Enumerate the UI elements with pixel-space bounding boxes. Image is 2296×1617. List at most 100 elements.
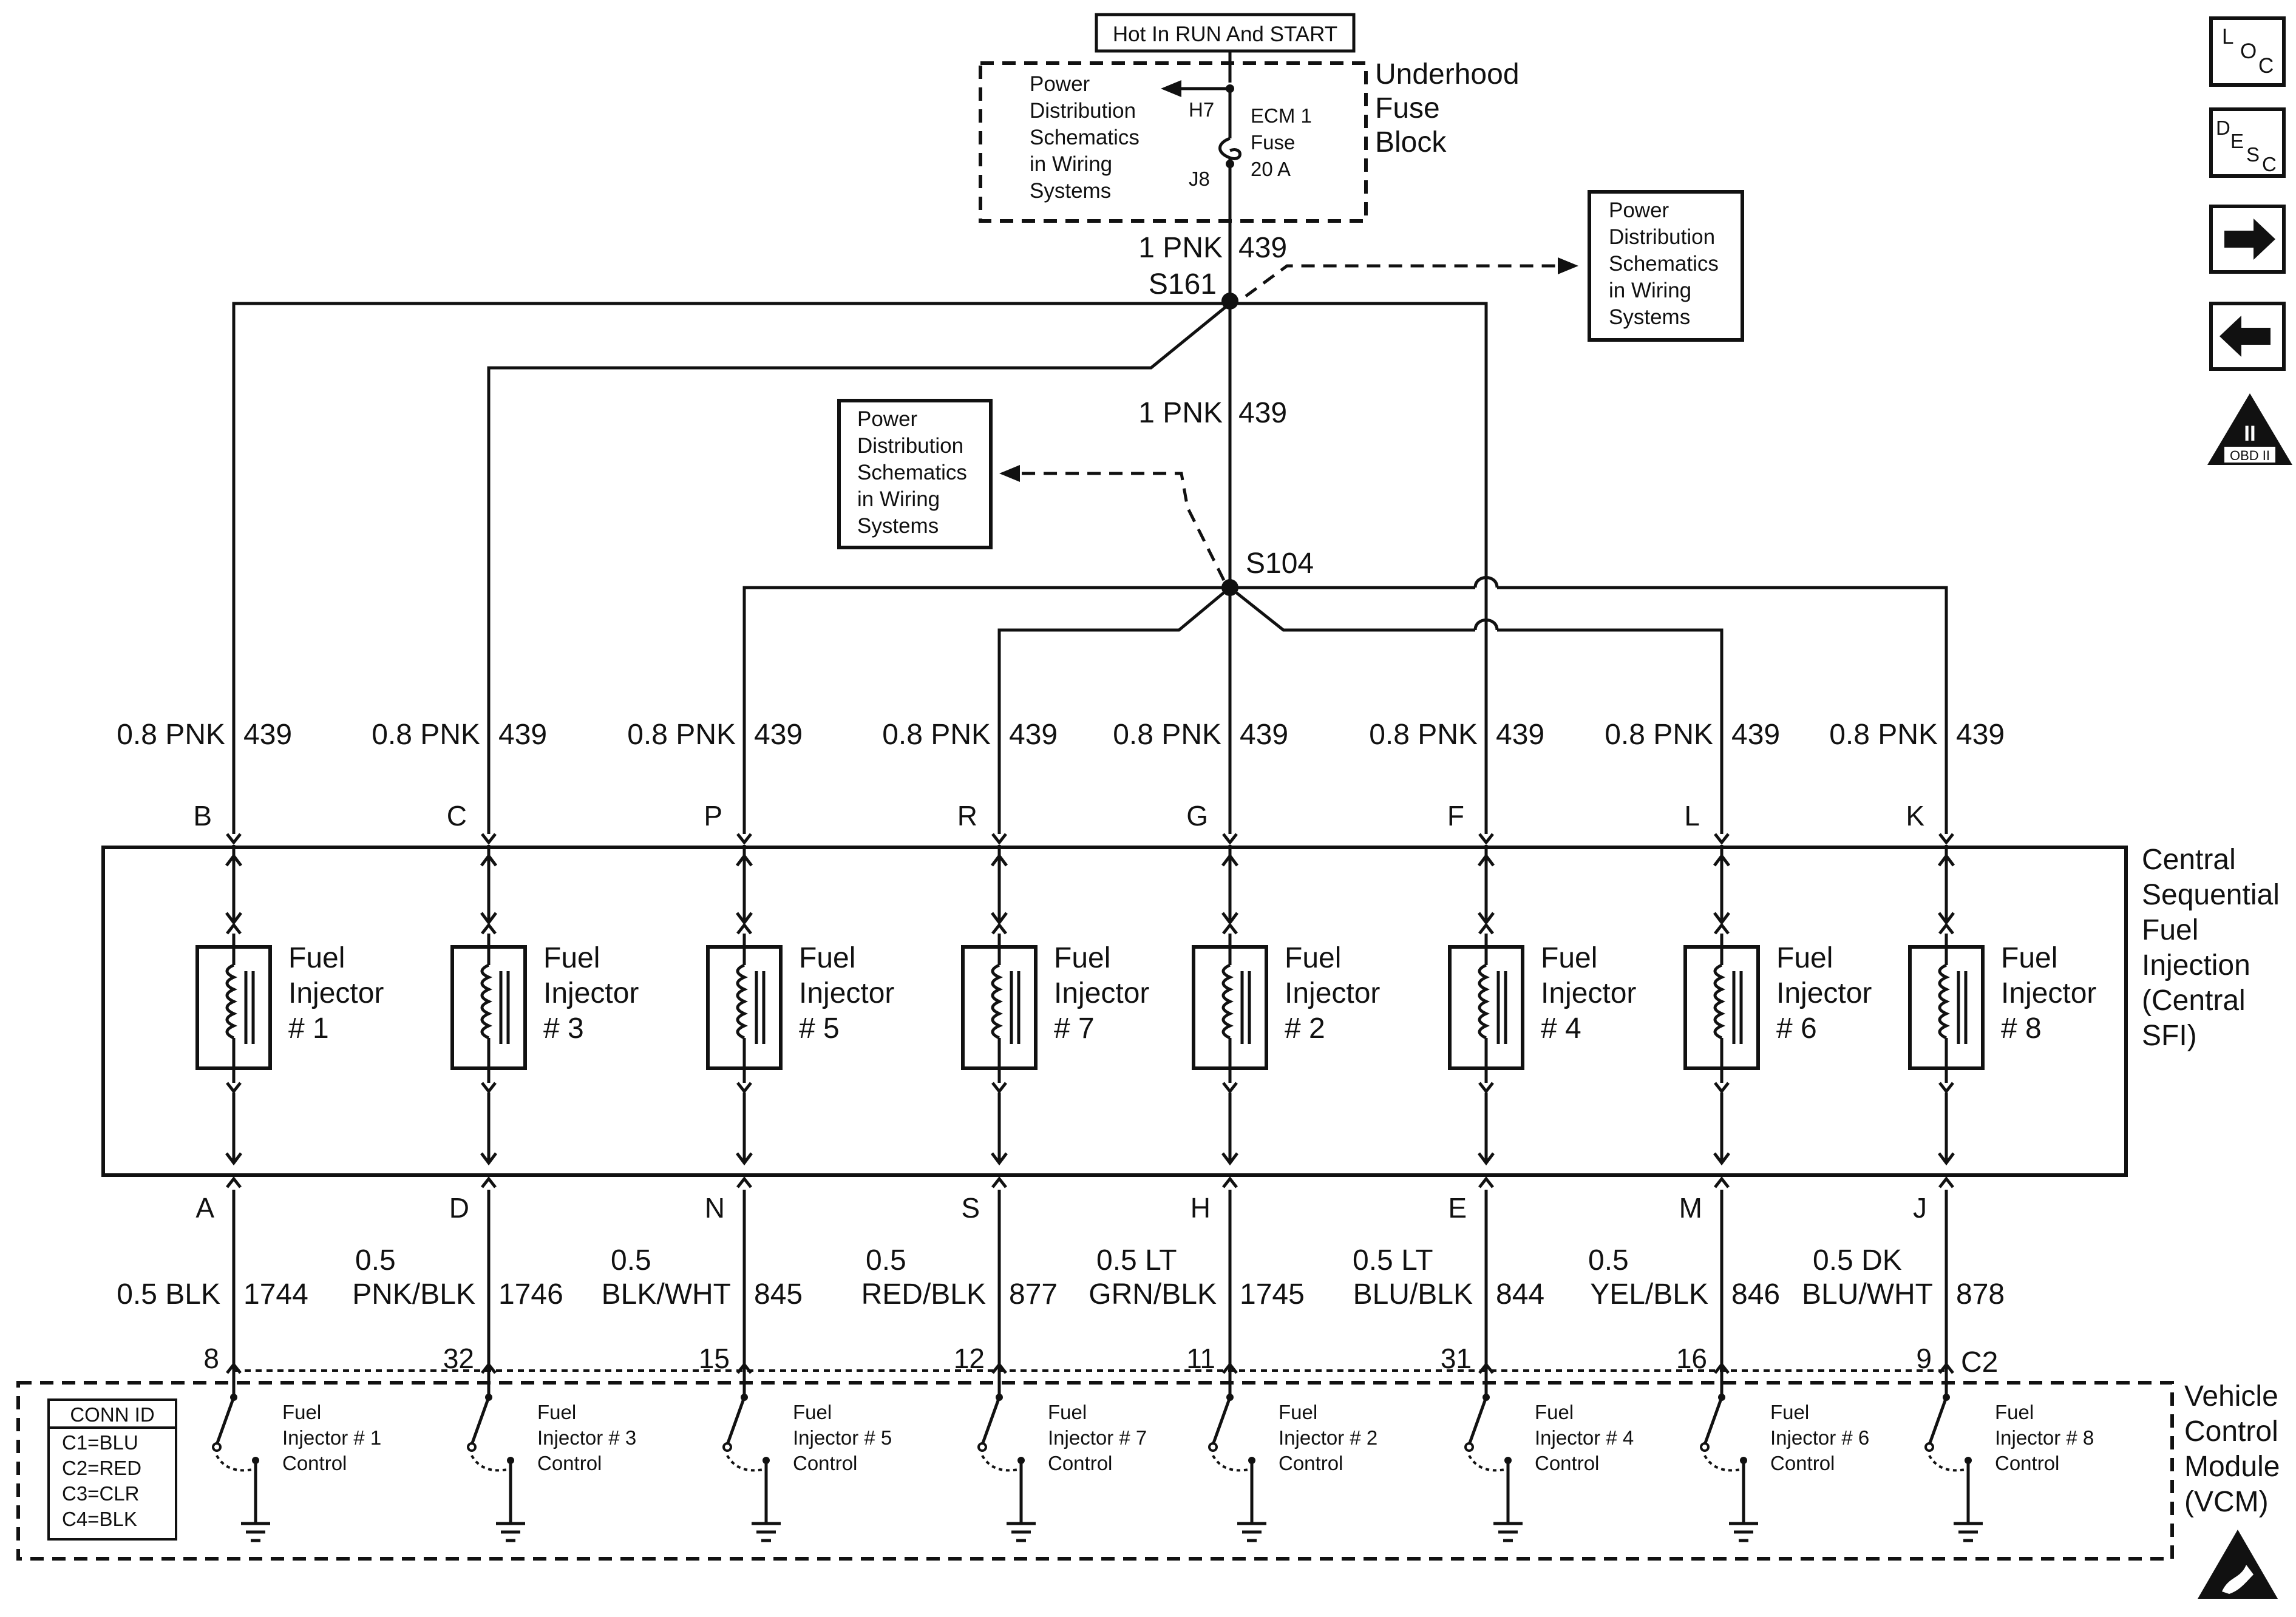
switch-actuator-icon xyxy=(981,1454,1022,1472)
switch-actuator-icon xyxy=(216,1454,256,1472)
control-label-line: Injector # 7 xyxy=(1048,1426,1147,1449)
arrow-icon xyxy=(1478,1152,1495,1166)
coil-icon xyxy=(1938,963,1951,1040)
connector-chevron-icon xyxy=(1222,1361,1238,1374)
switch-actuator-icon xyxy=(1703,1454,1744,1472)
hot-label-text: Hot In RUN And START xyxy=(1113,22,1337,46)
power-ref-box-right[interactable]: Power Distribution Schematics in Wiring … xyxy=(1588,190,1744,342)
obd-badge-text: OBD II xyxy=(2230,448,2270,463)
switch-blade-icon xyxy=(470,1397,491,1445)
feed-wire-lower-circuit: 439 xyxy=(1238,397,1287,429)
conn-id-table: CONN ID C1=BLU C2=RED C3=CLR C4=BLK xyxy=(47,1398,177,1541)
desc-letter: C xyxy=(2262,153,2277,175)
switch-blade-icon xyxy=(1927,1397,1948,1445)
power-ref-line: Schematics xyxy=(1609,252,1719,276)
coil-icon xyxy=(991,963,1004,1040)
arrow-icon xyxy=(1938,1152,1955,1166)
control-label-line: Fuel xyxy=(793,1401,832,1423)
description-button[interactable]: D E S C xyxy=(2209,107,2286,178)
connector-chevron-icon xyxy=(1714,1361,1730,1374)
obd-ii-badge: II OBD II xyxy=(2207,393,2292,465)
connector-chevron-icon xyxy=(481,1361,497,1374)
injector-name-line: Injector xyxy=(1776,977,1872,1009)
arrow-icon xyxy=(736,853,753,867)
control-label-line: Control xyxy=(1279,1452,1343,1474)
feed-wire-upper-size: 1 PNK xyxy=(1138,232,1223,264)
lower-wire-size: 0.5 LT xyxy=(1096,1244,1177,1276)
control-label-line: Injector # 6 xyxy=(1770,1426,1869,1449)
upper-wire-size: 0.8 PNK xyxy=(1605,719,1713,751)
ground-icon xyxy=(1237,1483,1266,1541)
connector-chevron-icon xyxy=(736,1082,752,1094)
module-name-line: Central xyxy=(2142,844,2236,876)
module-name-line: SFI) xyxy=(2142,1020,2197,1052)
injector-name-line: Injector xyxy=(1541,977,1636,1009)
s104-power-ref-leader xyxy=(1017,472,1226,581)
lower-wire-size: 0.5 xyxy=(355,1244,396,1276)
upper-wire-size: 0.8 PNK xyxy=(882,719,991,751)
upper-wire-circuit: 439 xyxy=(1496,719,1544,751)
fuse-pin-bottom: J8 xyxy=(1189,168,1210,190)
control-label-line: Fuel xyxy=(537,1401,576,1423)
wire-crossover-icon xyxy=(1473,576,1499,588)
conn-id-row: C1=BLU xyxy=(62,1431,138,1454)
upper-pin-label: F xyxy=(1447,800,1464,832)
fuse-block-name-1: Underhood xyxy=(1375,58,1520,90)
control-label-line: Fuel xyxy=(1279,1401,1317,1423)
power-ref-line: Systems xyxy=(857,514,939,538)
conn-id-title: CONN ID xyxy=(70,1403,154,1426)
power-ref-box-left[interactable]: Power Distribution Schematics in Wiring … xyxy=(837,399,993,549)
lower-pin-label: E xyxy=(1448,1192,1467,1224)
previous-page-button[interactable] xyxy=(2209,302,2286,371)
lower-wire-color: PNK/BLK xyxy=(352,1278,475,1310)
obd-badge-numeral: II xyxy=(2244,422,2255,446)
lower-pin-label: J xyxy=(1913,1192,1927,1224)
fuse-block-power-ref[interactable]: Power Distribution Schematics in Wiring … xyxy=(1030,72,1140,203)
injector-name-line: Fuel xyxy=(1541,942,1597,974)
switch-contact-icon xyxy=(1208,1442,1218,1452)
connector-chevron-icon xyxy=(736,833,752,846)
upper-wire-circuit: 439 xyxy=(1240,719,1288,751)
switch-blade-icon xyxy=(725,1397,746,1445)
fuse-block-name-3: Block xyxy=(1375,126,1447,158)
injector-name-line: Fuel xyxy=(1285,942,1341,974)
connector-chevron-icon xyxy=(481,833,497,846)
injector-name-line: # 7 xyxy=(1054,1012,1095,1045)
s104-power-ref-arrow-icon xyxy=(999,465,1020,482)
next-page-button[interactable] xyxy=(2209,205,2286,274)
upper-wire-size: 0.8 PNK xyxy=(1369,719,1478,751)
injector-name-line: Fuel xyxy=(1776,942,1833,974)
connector-chevron-icon xyxy=(991,922,1007,935)
arrow-icon xyxy=(225,1152,242,1166)
lower-wire-circuit: 844 xyxy=(1496,1278,1544,1310)
location-button[interactable]: L O C xyxy=(2209,16,2286,87)
switch-actuator-icon xyxy=(726,1454,767,1472)
desc-letter: E xyxy=(2230,130,2244,152)
vcm-pin-label: 12 xyxy=(954,1343,985,1374)
upper-wire-circuit: 439 xyxy=(1731,719,1780,751)
ground-icon xyxy=(496,1483,525,1541)
lower-pin-label: S xyxy=(961,1192,980,1224)
wire-s104-to-l-a xyxy=(1229,586,1475,632)
switch-contact-icon xyxy=(1464,1442,1474,1452)
injector-name-line: Fuel xyxy=(288,942,345,974)
upper-wire-circuit: 439 xyxy=(1009,719,1058,751)
injector-name-line: # 2 xyxy=(1285,1012,1325,1045)
vcm-name-line: Control xyxy=(2184,1415,2278,1448)
lower-wire-size: 0.5 LT xyxy=(1353,1244,1433,1276)
lower-wire-color: GRN/BLK xyxy=(1089,1278,1217,1310)
lower-wire-circuit: 877 xyxy=(1009,1278,1058,1310)
upper-pin-label: P xyxy=(704,800,722,832)
power-ref-line: in Wiring xyxy=(857,487,940,511)
wire-crossover-icon xyxy=(1473,619,1499,631)
splice-s104-label: S104 xyxy=(1246,547,1314,580)
injector-name-line: Fuel xyxy=(799,942,855,974)
control-label-line: Injector # 4 xyxy=(1535,1426,1634,1449)
connector-chevron-icon xyxy=(481,922,497,935)
coil-icon xyxy=(736,963,749,1040)
switch-contact-icon xyxy=(722,1442,732,1452)
